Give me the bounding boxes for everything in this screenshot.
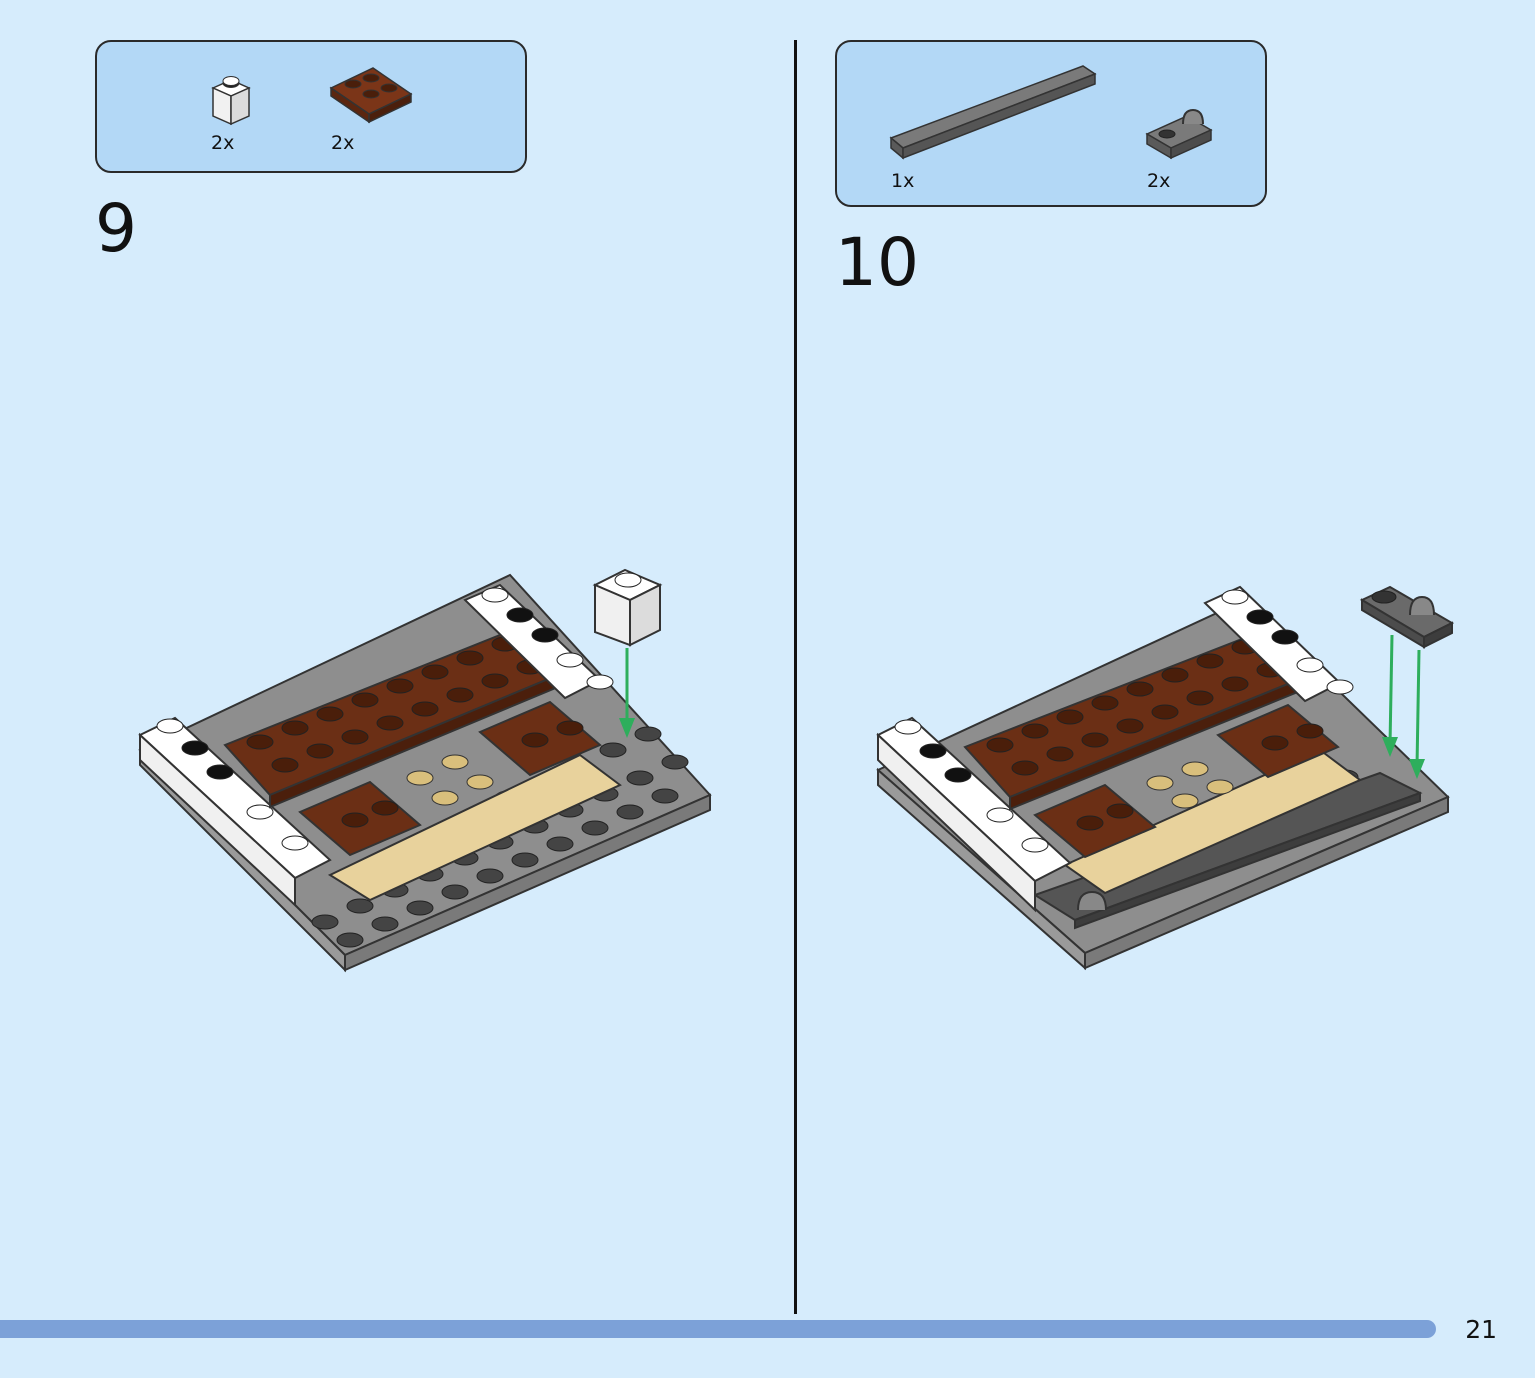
step-9-number: 9: [95, 190, 137, 267]
step-10-part-2-qty: 2x: [1147, 170, 1171, 192]
step-9-part-2-qty: 2x: [331, 132, 355, 154]
page-progress-bar: [0, 1320, 1436, 1338]
step-10-number: 10: [835, 224, 919, 301]
reddish-brown-2x2-plate-icon: [329, 67, 413, 124]
step-9-parts-callout: 2x 2x: [95, 40, 527, 173]
dark-gray-clip-plate-icon: [1145, 108, 1213, 160]
step-10-parts-callout: 1x 2x: [835, 40, 1267, 207]
step-10-build-illustration: [876, 585, 1455, 971]
step-9-part-1-qty: 2x: [211, 132, 235, 154]
step-divider: [794, 40, 797, 1314]
dark-gray-1x8-tile-icon: [889, 65, 1097, 160]
step-9-build-illustration: [138, 568, 712, 973]
step-10-part-1-qty: 1x: [891, 170, 915, 192]
page-number: 21: [1465, 1315, 1497, 1344]
white-1x1-brick-icon: [211, 76, 251, 126]
